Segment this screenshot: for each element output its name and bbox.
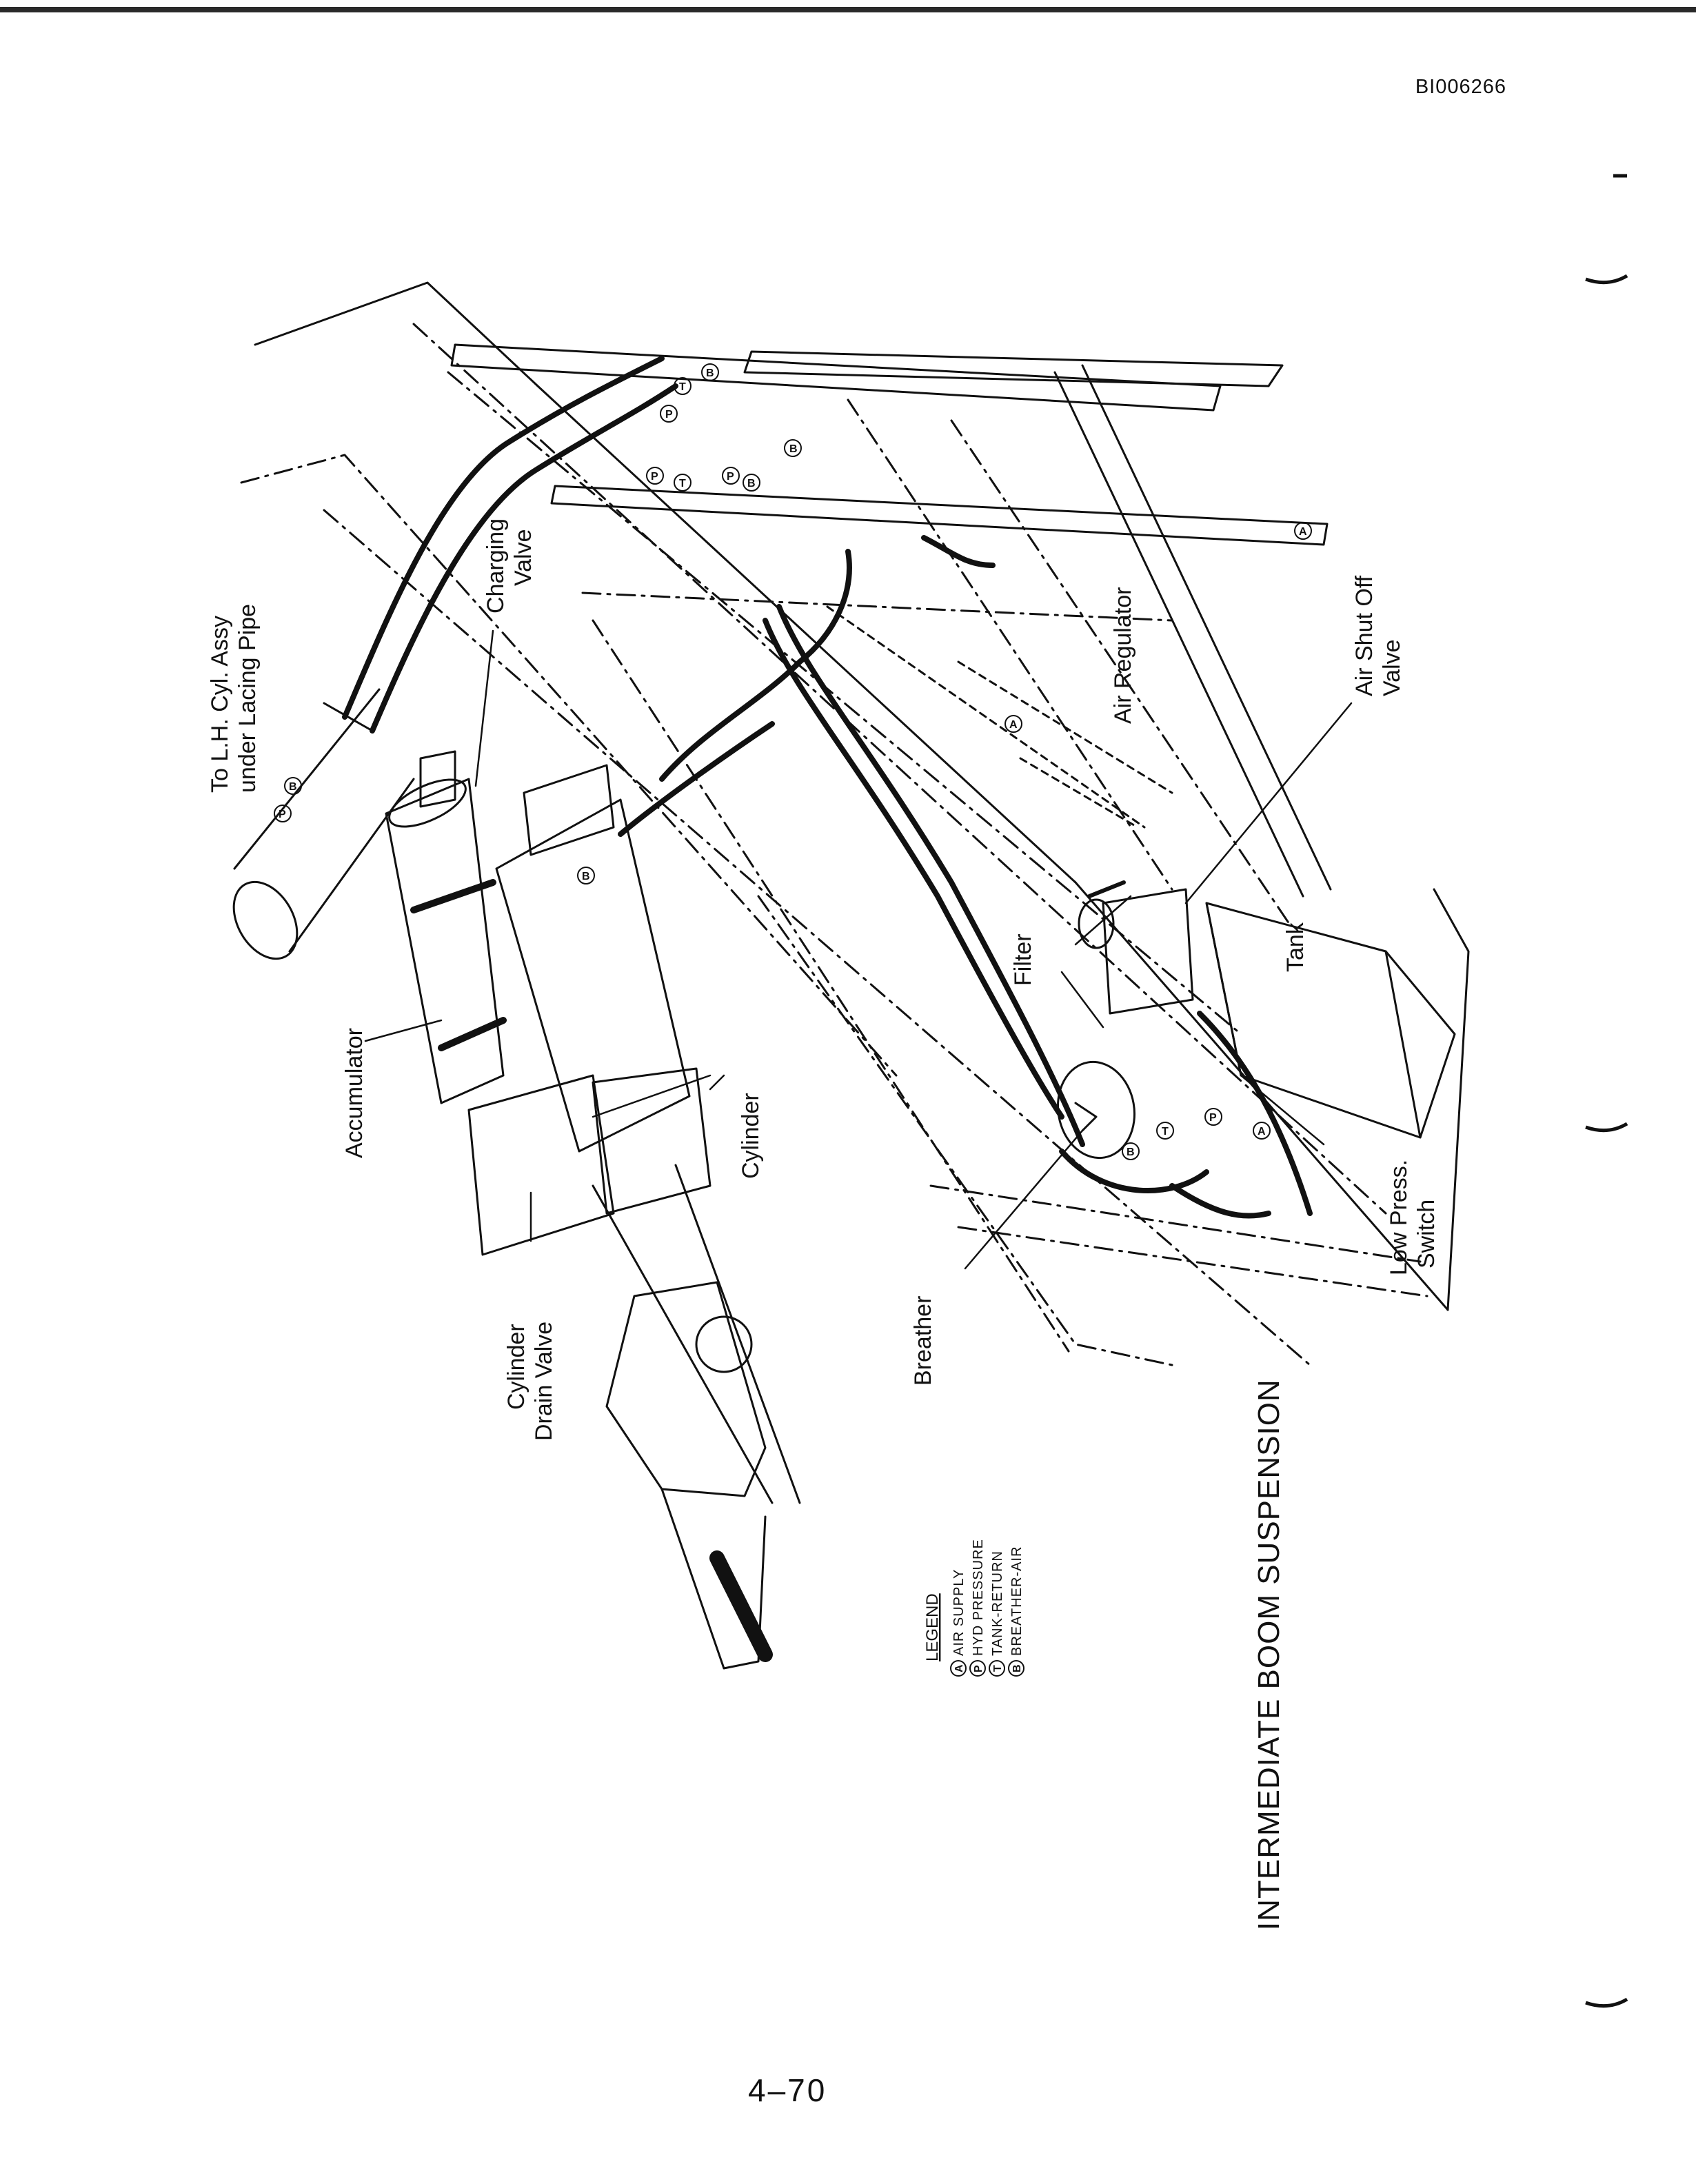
svg-text:P: P xyxy=(651,471,658,483)
svg-text:P: P xyxy=(1209,1112,1217,1124)
legend-item: T TANK-RETURN xyxy=(989,1550,1005,1677)
boom-frame xyxy=(240,281,1449,1366)
label-cylinder-drain-valve: Cylinder Drain Valve xyxy=(503,1317,557,1441)
leader-lines xyxy=(364,629,1353,1270)
rod-end-clevis xyxy=(605,1281,773,1670)
marker-letters: B P P T B P T P B B A A B B T P A xyxy=(279,367,1307,1158)
margin-marks xyxy=(1585,174,1628,2008)
label-filter: Filter xyxy=(1010,933,1036,986)
legend-item: P HYD PRESSURE xyxy=(969,1539,986,1677)
legend-item: B BREATHER-AIR xyxy=(1008,1546,1024,1677)
svg-text:A: A xyxy=(1299,526,1307,538)
cylinder-body xyxy=(467,764,801,1504)
legend-item: A AIR SUPPLY xyxy=(950,1569,967,1677)
legend-text: AIR SUPPLY xyxy=(951,1569,967,1656)
svg-text:P: P xyxy=(665,409,673,421)
svg-text:B: B xyxy=(747,478,756,489)
air-regulator-unit xyxy=(1078,880,1194,1015)
legend-text: TANK-RETURN xyxy=(990,1550,1005,1656)
legend-code: P xyxy=(973,1665,985,1672)
accumulator-body xyxy=(385,750,507,1104)
svg-text:A: A xyxy=(1258,1126,1266,1138)
diagram-title: INTERMEDIATE BOOM SUSPENSION xyxy=(1252,1379,1286,1930)
svg-text:T: T xyxy=(679,478,686,489)
label-breather: Breather xyxy=(910,1296,936,1386)
cross-members xyxy=(450,343,1332,925)
legend-heading: LEGEND xyxy=(923,1593,942,1661)
legend-code: T xyxy=(992,1665,1004,1672)
legend: LEGEND A AIR SUPPLY P HYD PRESSURE T TAN… xyxy=(923,1539,1024,1677)
legend-text: BREATHER-AIR xyxy=(1009,1546,1024,1656)
tank-assembly xyxy=(1205,888,1470,1311)
svg-text:P: P xyxy=(279,809,286,820)
legend-code: B xyxy=(1011,1664,1023,1672)
hydraulic-lines xyxy=(342,356,1313,1219)
svg-text:B: B xyxy=(289,781,297,793)
legend-code: A xyxy=(953,1664,965,1672)
label-cylinder: Cylinder xyxy=(738,1093,764,1179)
label-low-press-switch: Low Press. Switch xyxy=(1386,1153,1440,1275)
svg-text:A: A xyxy=(1009,719,1018,731)
svg-text:T: T xyxy=(679,381,686,393)
callout-labels: To L.H. Cyl. Assy under Lacing Pipe Char… xyxy=(207,512,1440,1441)
svg-text:T: T xyxy=(1162,1126,1169,1138)
label-air-regulator: Air Regulator xyxy=(1110,587,1136,724)
svg-text:B: B xyxy=(789,443,798,455)
line-code-markers xyxy=(274,363,1312,1160)
legend-text: HYD PRESSURE xyxy=(971,1539,986,1656)
label-accumulator: Accumulator xyxy=(341,1028,367,1158)
document-id: BI006266 xyxy=(1415,76,1506,98)
svg-text:B: B xyxy=(1127,1146,1135,1158)
top-rule xyxy=(0,7,1696,12)
label-air-shutoff-valve: Air Shut Off Valve xyxy=(1351,569,1405,696)
page-number: 4–70 xyxy=(748,2072,827,2108)
label-tank: Tank xyxy=(1282,922,1309,972)
label-charging-valve: Charging Valve xyxy=(483,512,536,614)
svg-text:B: B xyxy=(706,367,714,379)
label-to-lh-cyl: To L.H. Cyl. Assy under Lacing Pipe xyxy=(207,604,261,793)
svg-text:P: P xyxy=(727,471,734,483)
svg-text:B: B xyxy=(582,871,590,882)
